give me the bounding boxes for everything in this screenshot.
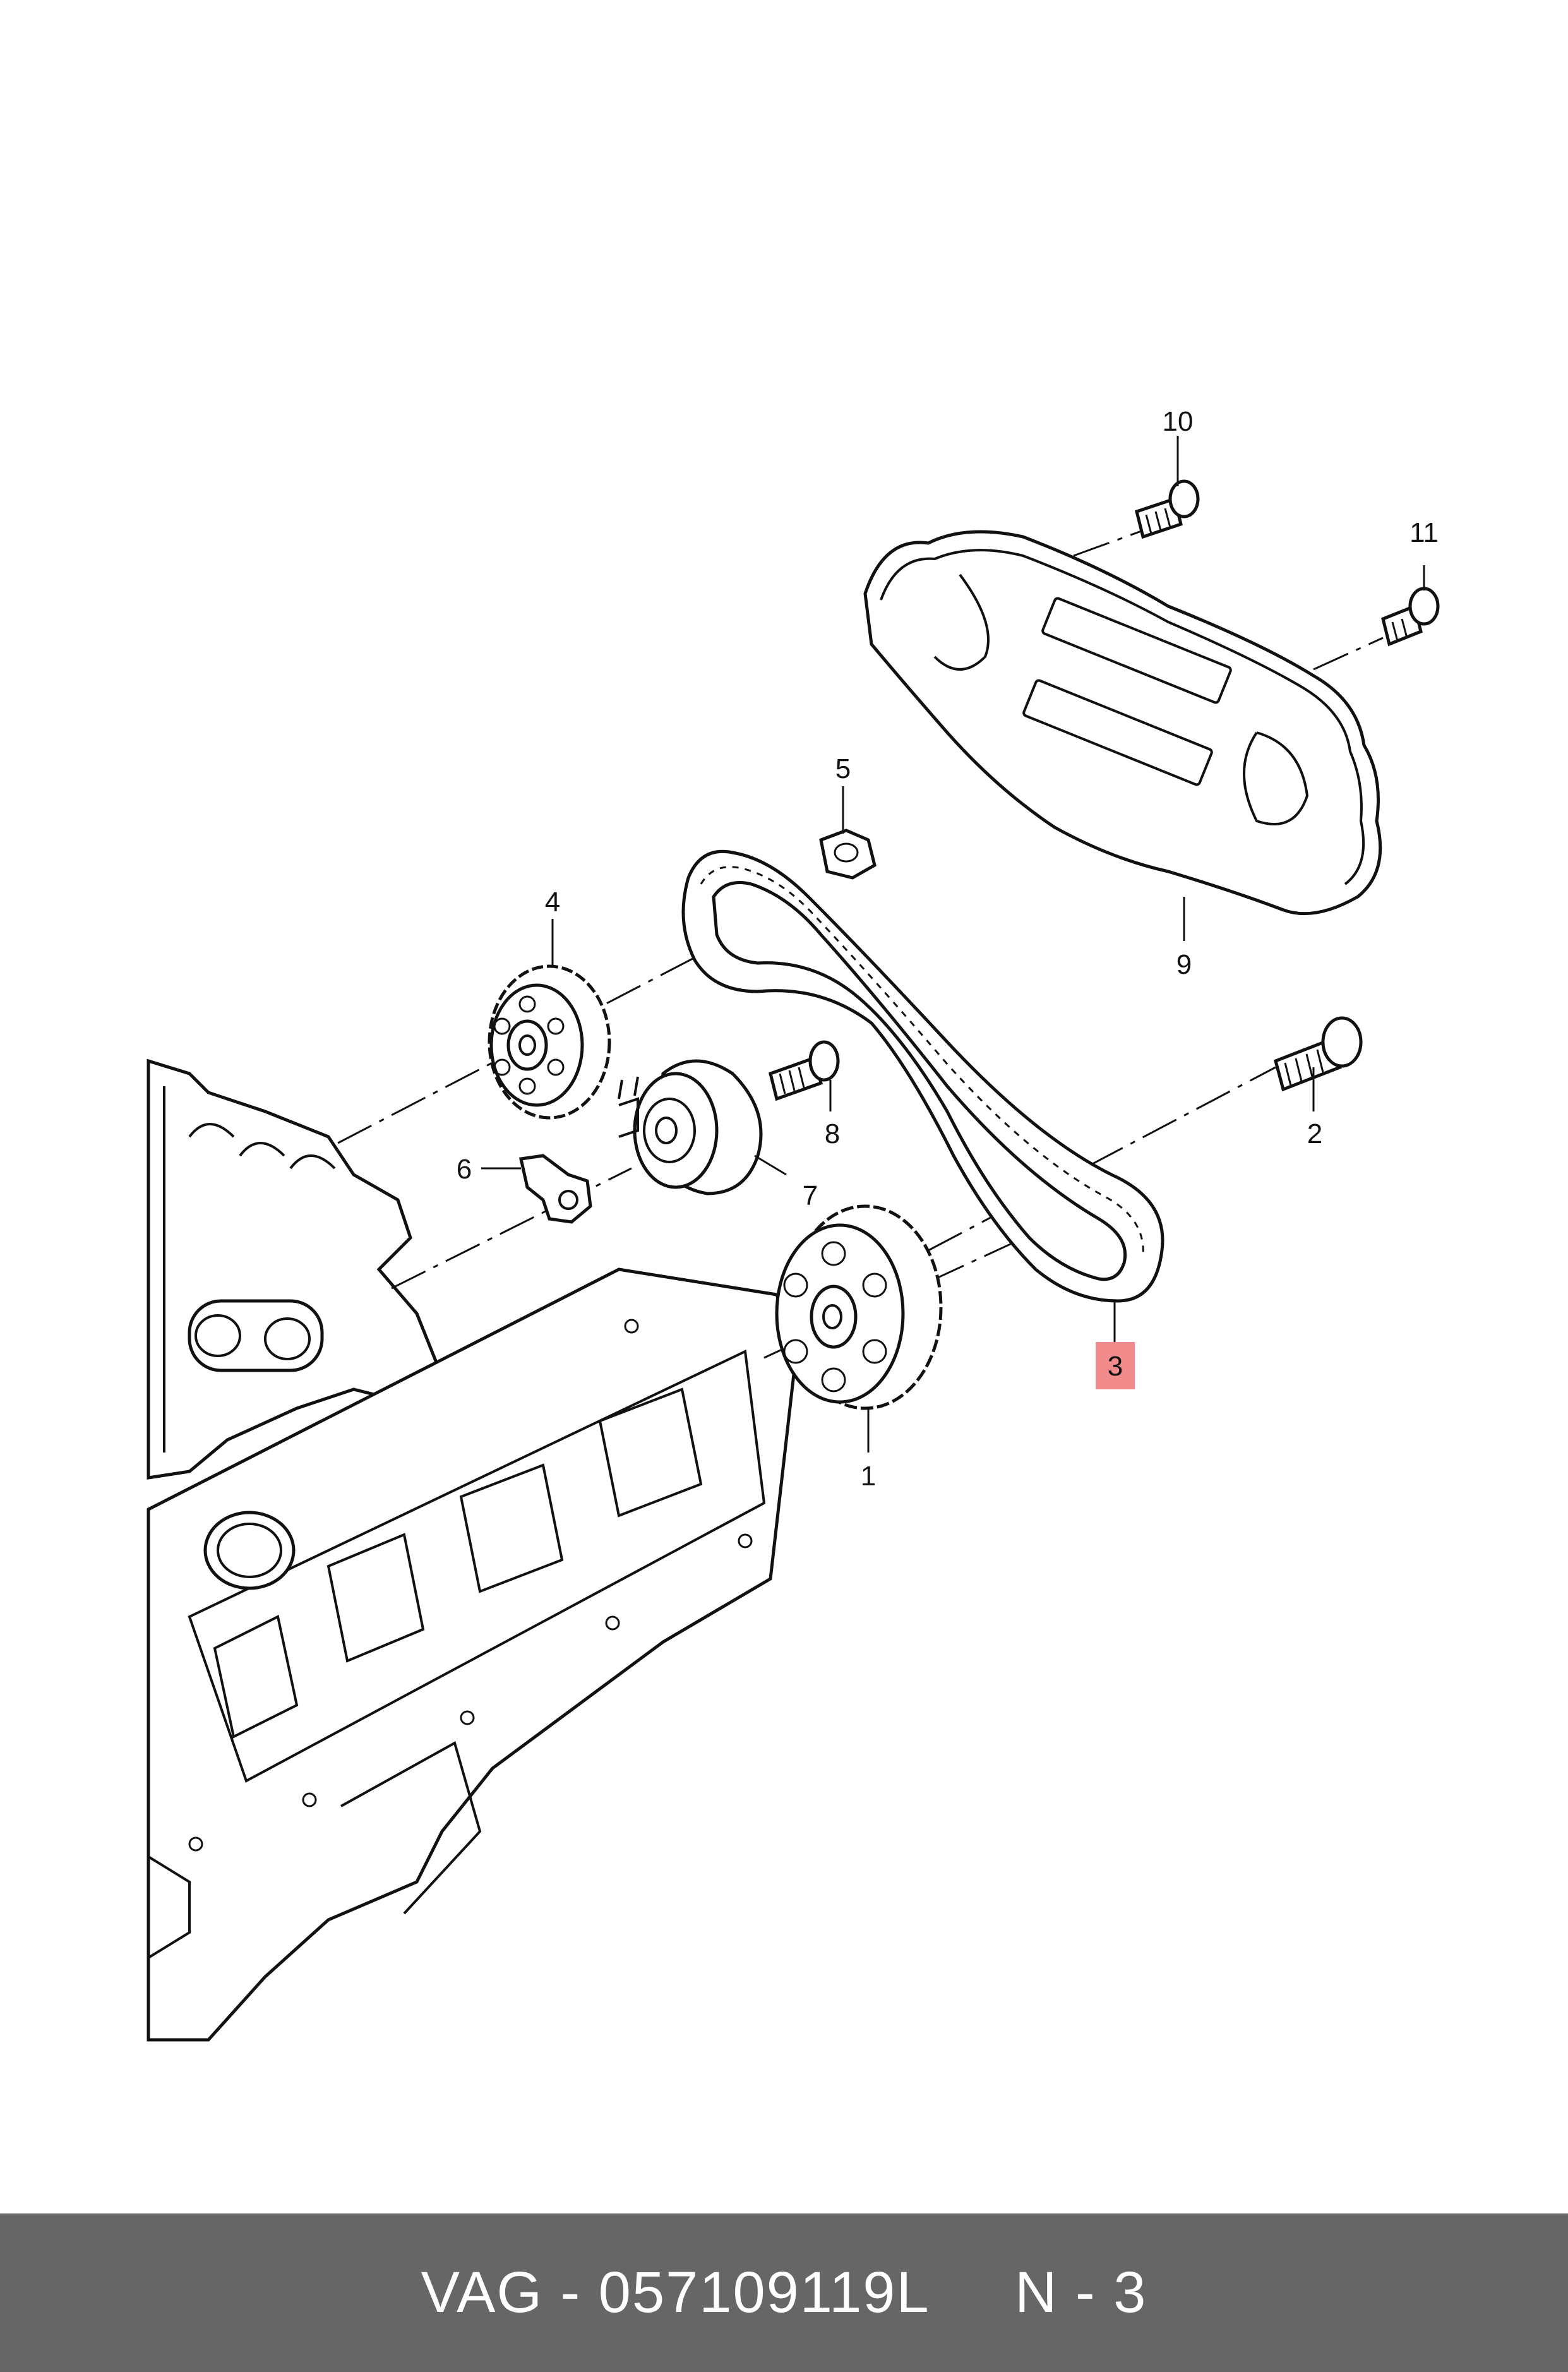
- callout-4: 4: [545, 887, 560, 918]
- callout-3-highlight: [1096, 1342, 1135, 1389]
- engine-block: [147, 1058, 798, 2042]
- nut-5: [819, 829, 877, 880]
- callout-2: 2: [1307, 1118, 1322, 1149]
- callout-8: 8: [825, 1118, 840, 1149]
- bolt-8: [769, 1040, 840, 1101]
- bracket-6: [518, 1154, 592, 1224]
- timing-belt-cover-9: [863, 530, 1382, 916]
- bolt-11: [1381, 587, 1440, 647]
- parts-diagram: 10 11 5 4 6 7 8 2 9 3 1: [147, 406, 1440, 2042]
- callouts: 10 11 5 4 6 7 8 2 9 3 1: [457, 406, 1439, 1492]
- part-number-label: VAG - 057109119L N - 3: [421, 2260, 1147, 2325]
- alignment-lines: [337, 529, 1384, 1359]
- bolt-2: [1274, 1016, 1363, 1092]
- callout-1: 1: [861, 1461, 876, 1492]
- tensioner-7: [618, 1059, 763, 1195]
- camshaft-sprocket-1: [775, 1204, 943, 1410]
- callout-10: 10: [1163, 406, 1194, 437]
- callout-3: 3: [1108, 1351, 1123, 1382]
- callout-5: 5: [835, 753, 851, 784]
- callout-6: 6: [457, 1154, 472, 1185]
- bolt-10: [1135, 479, 1200, 539]
- sprocket-4: [488, 964, 611, 1120]
- footer-bar: VAG - 057109119L N - 3: [0, 2213, 1568, 2372]
- callout-7: 7: [803, 1180, 818, 1211]
- callout-11: 11: [1409, 517, 1439, 548]
- leader-lines: [481, 436, 1425, 1453]
- callout-9: 9: [1176, 949, 1192, 980]
- timing-belt-3: [681, 849, 1164, 1303]
